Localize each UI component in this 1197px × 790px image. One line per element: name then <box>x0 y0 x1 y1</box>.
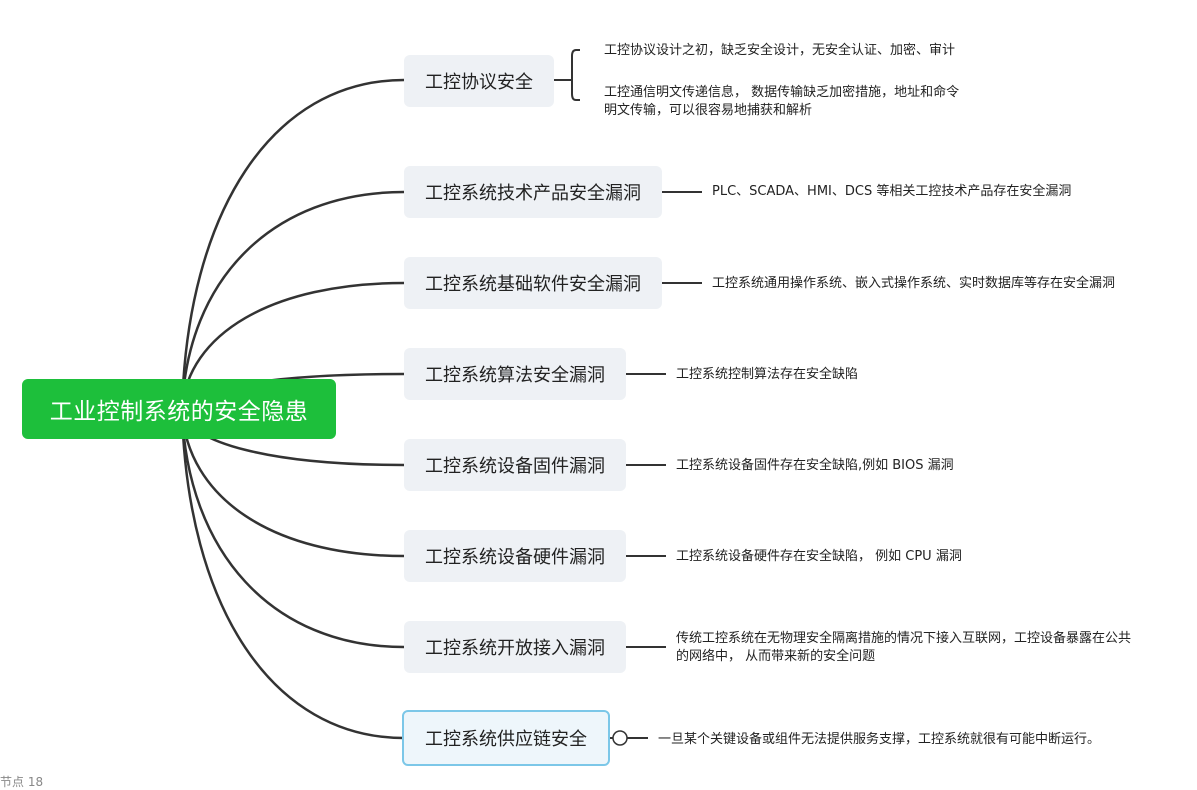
bracket-connector <box>554 49 580 101</box>
branch-label: 工控系统设备硬件漏洞 <box>425 547 605 568</box>
root-topic-label: 工业控制系统的安全隐患 <box>49 399 309 425</box>
leaf-open-access[interactable]: 传统工控系统在无物理安全隔离措施的情况下接入互联网，工控设备暴露在公共 的网络中… <box>676 631 1132 664</box>
branch-label: 工控系统基础软件安全漏洞 <box>425 274 641 295</box>
branch-tech-product-vulnerability[interactable]: 工控系统技术产品安全漏洞 <box>404 166 662 218</box>
collapse-toggle-icon[interactable] <box>612 730 628 746</box>
branch-connector <box>180 78 405 411</box>
branch-algorithm-vulnerability[interactable]: 工控系统算法安全漏洞 <box>404 348 626 400</box>
branch-connector <box>180 409 405 558</box>
branch-open-access-vulnerability[interactable]: 工控系统开放接入漏洞 <box>404 621 626 673</box>
branch-base-software-vulnerability[interactable]: 工控系统基础软件安全漏洞 <box>404 257 662 309</box>
leaf-hardware[interactable]: 工控系统设备硬件存在安全缺陷， 例如 CPU 漏洞 <box>676 549 962 564</box>
branch-label: 工控系统技术产品安全漏洞 <box>425 183 641 204</box>
leaf-tech-product[interactable]: PLC、SCADA、HMI、DCS 等相关工控技术产品存在安全漏洞 <box>712 184 1072 199</box>
branch-protocol-security[interactable]: 工控协议安全 <box>404 55 554 107</box>
leaf-supply-chain[interactable]: 一旦某个关键设备或组件无法提供服务支撑，工控系统就很有可能中断运行。 <box>658 732 1101 747</box>
branch-supply-chain-security[interactable]: 工控系统供应链安全 <box>402 710 610 766</box>
leaf-protocol-plaintext[interactable]: 工控通信明文传递信息， 数据传输缺乏加密措施，地址和命令 明文传输，可以很容易地… <box>604 85 960 118</box>
leaf-protocol-design[interactable]: 工控协议设计之初，缺乏安全设计，无安全认证、加密、审计 <box>604 43 956 58</box>
leaf-firmware[interactable]: 工控系统设备固件存在安全缺陷,例如 BIOS 漏洞 <box>676 458 954 473</box>
branch-firmware-vulnerability[interactable]: 工控系统设备固件漏洞 <box>404 439 626 491</box>
branch-label: 工控系统设备固件漏洞 <box>425 456 605 477</box>
branch-hardware-vulnerability[interactable]: 工控系统设备硬件漏洞 <box>404 530 626 582</box>
node-count-status: 节点 18 <box>0 775 44 789</box>
branch-connector <box>180 190 405 411</box>
branch-connector <box>180 409 405 649</box>
leaf-base-software[interactable]: 工控系统通用操作系统、嵌入式操作系统、实时数据库等存在安全漏洞 <box>712 276 1116 291</box>
branch-label: 工控系统算法安全漏洞 <box>425 365 605 386</box>
branch-connector <box>180 409 405 740</box>
leaf-algorithm[interactable]: 工控系统控制算法存在安全缺陷 <box>676 367 859 382</box>
root-topic[interactable]: 工业控制系统的安全隐患 <box>22 379 336 439</box>
branch-label: 工控系统开放接入漏洞 <box>425 638 605 659</box>
branch-label: 工控协议安全 <box>425 72 533 93</box>
branch-label: 工控系统供应链安全 <box>425 729 587 750</box>
